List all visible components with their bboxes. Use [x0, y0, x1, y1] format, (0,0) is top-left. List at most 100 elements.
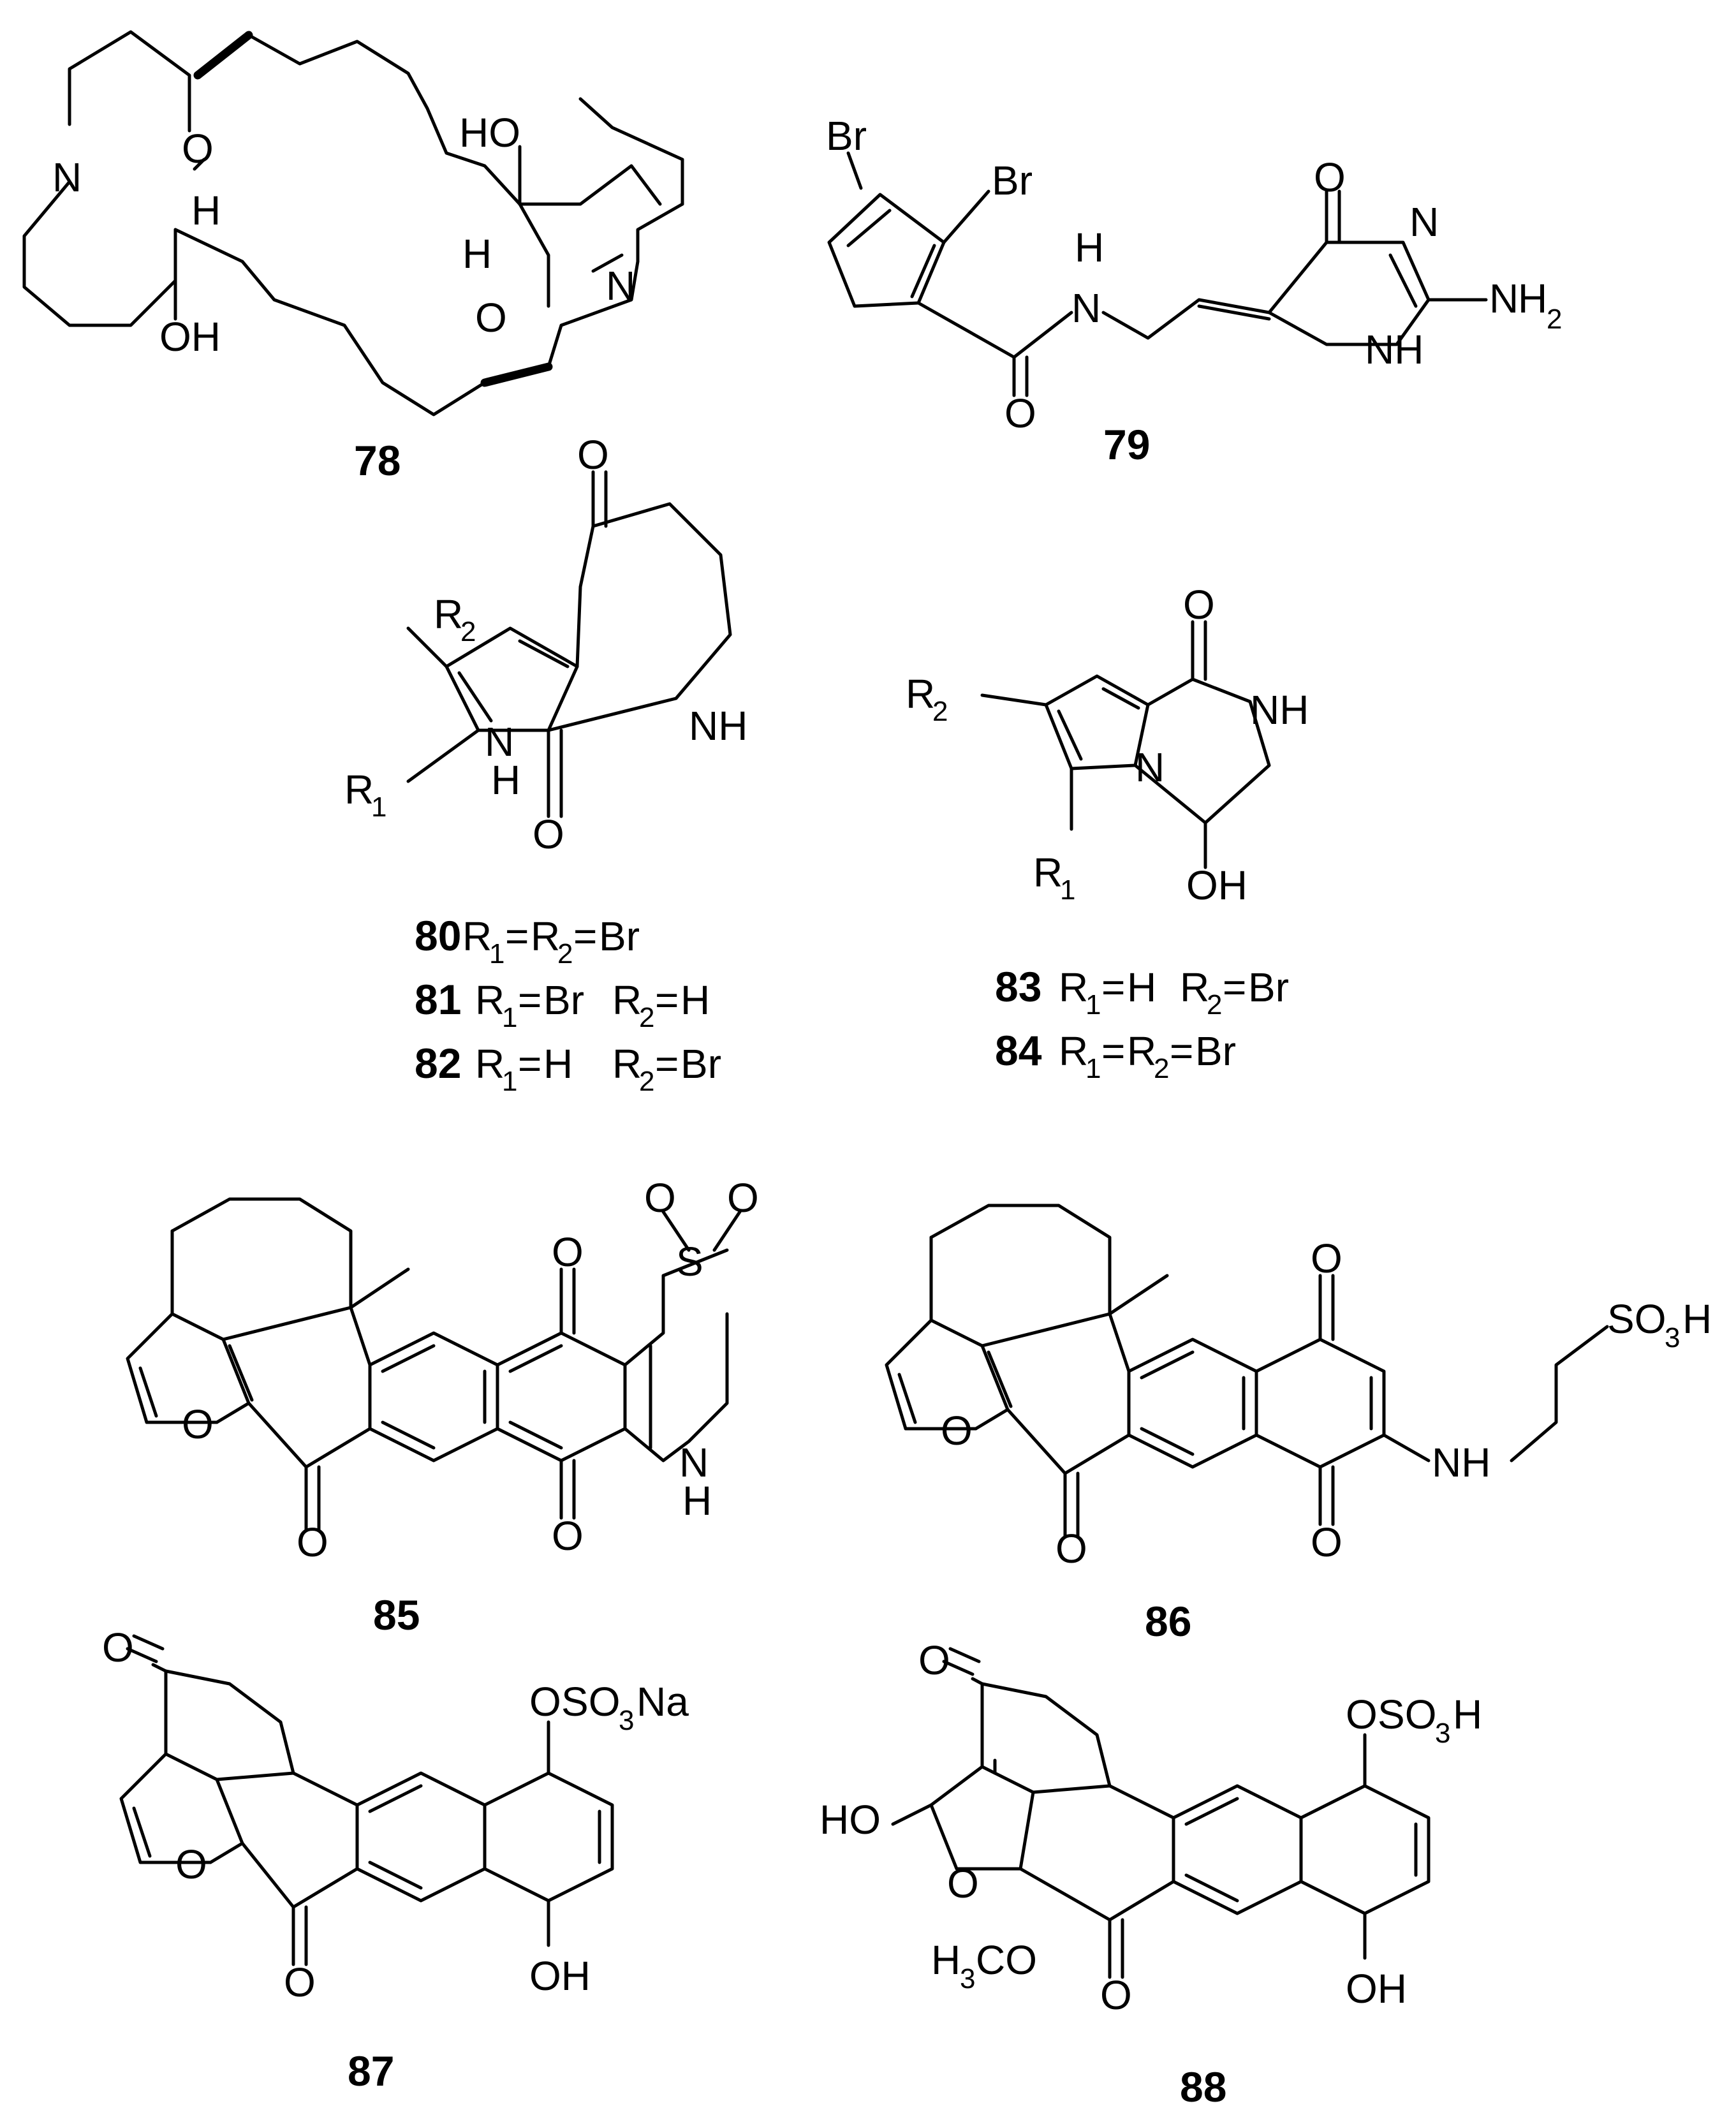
- subscript: 3: [1435, 1718, 1450, 1749]
- atom-r: R: [1059, 964, 1088, 1010]
- subscript: 2: [932, 696, 948, 727]
- atom-o: O: [1311, 1235, 1342, 1281]
- structure-79: Br Br H N O O N NH N H 2 79: [826, 113, 1562, 468]
- atom-o: O: [182, 126, 214, 172]
- atom-na: Na: [636, 1679, 689, 1725]
- atom-o: O: [941, 1408, 973, 1454]
- atom-r: R: [475, 1041, 504, 1087]
- atom-o: O: [577, 432, 609, 478]
- compound-label-84: 84: [995, 1027, 1042, 1074]
- atom-oh: OH: [529, 1953, 591, 1999]
- atom-h: H: [1518, 276, 1547, 321]
- r-value: Br: [1195, 1028, 1236, 1074]
- atom-n: N: [606, 263, 635, 309]
- atom-o: O: [175, 1841, 207, 1887]
- equals: =: [1101, 1028, 1125, 1074]
- atom-n: N: [1071, 285, 1101, 331]
- atom-h: H: [931, 1937, 960, 1983]
- equals: =: [505, 913, 529, 959]
- atom-h: H: [1453, 1691, 1482, 1737]
- atom-o: O: [102, 1625, 134, 1670]
- compound-label-80: 80: [415, 912, 461, 959]
- structure-80-82: O O NH N H R 2 R 1 80 R 1 = R 2 = Br 81 …: [344, 432, 747, 1097]
- atom-so: SO: [561, 1679, 620, 1725]
- atom-o: O: [1183, 582, 1215, 628]
- r1-value: H: [543, 1041, 573, 1087]
- structure-85: O S O O O O O N H 85: [126, 1175, 759, 1639]
- atom-o: O: [533, 811, 564, 857]
- atom-o: O: [529, 1679, 561, 1725]
- atom-o: O: [182, 1401, 214, 1447]
- atom-nh: NH: [1365, 327, 1423, 372]
- compound-label-86: 86: [1145, 1598, 1191, 1645]
- atom-h: H: [462, 231, 492, 277]
- atom-oh: OH: [159, 314, 221, 360]
- atom-o: O: [1311, 1519, 1342, 1565]
- subscript: 2: [1547, 304, 1562, 335]
- atom-s: S: [676, 1239, 703, 1285]
- atom-r: R: [344, 767, 374, 813]
- atom-br: Br: [826, 113, 867, 159]
- atom-oh: OH: [1186, 862, 1247, 908]
- atom-r: R: [612, 1041, 642, 1087]
- r2-value: Br: [1248, 964, 1289, 1010]
- structure-87: O O O OH O SO 3 Na 87: [102, 1625, 689, 2095]
- subscript: 3: [1665, 1322, 1680, 1353]
- atom-o: O: [947, 1860, 979, 1906]
- atom-so: SO: [1607, 1296, 1666, 1342]
- equals: =: [655, 1041, 679, 1087]
- compound-label-88: 88: [1180, 2063, 1226, 2111]
- compound-label-85: 85: [373, 1591, 420, 1639]
- atom-n: N: [1409, 199, 1439, 245]
- compound-label-81: 81: [415, 976, 461, 1023]
- r2-value: Br: [680, 1041, 721, 1087]
- subscript: 3: [960, 1963, 975, 1994]
- subscript: 1: [489, 938, 504, 969]
- subscript: 1: [1085, 989, 1101, 1020]
- subscript: 1: [1085, 1053, 1101, 1084]
- atom-n: N: [1135, 744, 1165, 790]
- atom-o: O: [552, 1229, 584, 1275]
- equals: =: [1101, 964, 1125, 1010]
- atom-n: N: [52, 154, 82, 200]
- r-value: Br: [599, 913, 640, 959]
- equals: =: [518, 977, 541, 1023]
- equals: =: [573, 913, 597, 959]
- atom-h: H: [1075, 225, 1104, 270]
- atom-o: O: [644, 1175, 676, 1221]
- atom-n: N: [679, 1440, 709, 1485]
- atom-r: R: [462, 913, 492, 959]
- atom-r: R: [1127, 1028, 1156, 1074]
- compound-label-87: 87: [348, 2047, 394, 2095]
- atom-h: H: [682, 1478, 712, 1524]
- atom-h: H: [1682, 1296, 1712, 1342]
- r1-value: H: [1127, 964, 1156, 1010]
- atom-r: R: [434, 591, 463, 637]
- subscript: 2: [460, 616, 476, 647]
- atom-n: N: [1489, 276, 1519, 321]
- atom-h: H: [491, 757, 520, 803]
- atom-r: R: [1059, 1028, 1088, 1074]
- structure-78: N O H OH HO H N O 78: [22, 30, 684, 484]
- subscript: 2: [639, 1002, 654, 1033]
- equals: =: [518, 1041, 541, 1087]
- atom-r: R: [1180, 964, 1209, 1010]
- subscript: 1: [502, 1002, 517, 1033]
- atom-o: O: [475, 295, 507, 341]
- atom-nh: NH: [689, 703, 747, 749]
- equals: =: [655, 977, 679, 1023]
- atom-r: R: [612, 977, 642, 1023]
- r1-value: Br: [543, 977, 584, 1023]
- compound-label-83: 83: [995, 963, 1041, 1010]
- atom-o: O: [1056, 1526, 1087, 1572]
- atom-o: O: [1346, 1691, 1378, 1737]
- atom-r: R: [475, 977, 504, 1023]
- atom-nh: NH: [1432, 1440, 1490, 1485]
- subscript: 2: [1154, 1053, 1169, 1084]
- atom-n: N: [485, 719, 514, 765]
- atom-o: O: [1314, 154, 1346, 200]
- atom-r: R: [906, 671, 935, 717]
- atom-ho: HO: [820, 1797, 881, 1843]
